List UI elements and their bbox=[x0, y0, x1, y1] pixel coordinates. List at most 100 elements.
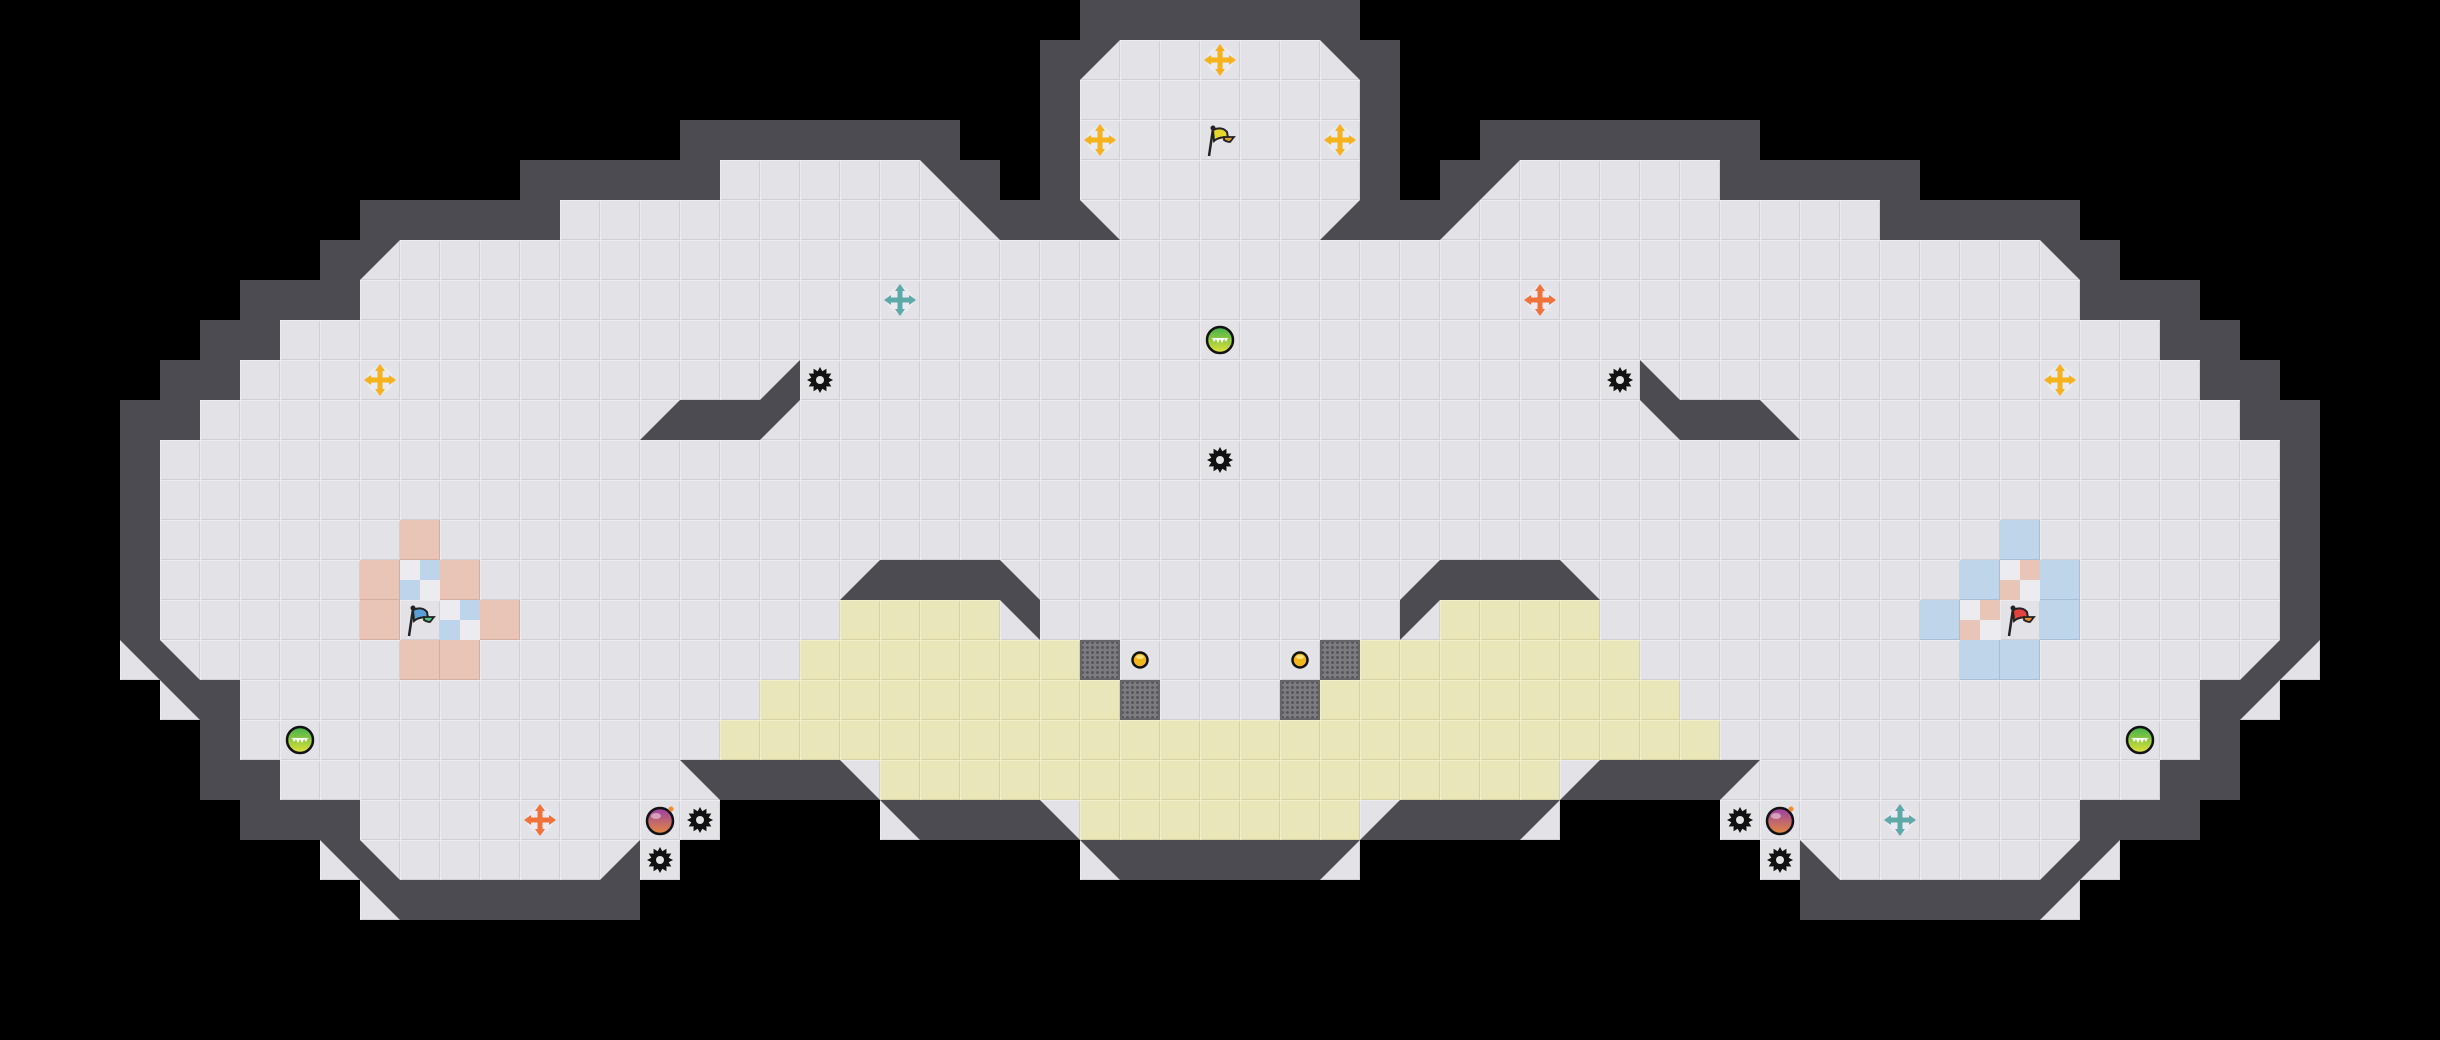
floor-tile bbox=[520, 280, 560, 320]
floor-tile bbox=[440, 360, 480, 400]
wall-triangle bbox=[640, 400, 680, 440]
floor-tile bbox=[1840, 800, 1880, 840]
wall-triangle bbox=[2240, 680, 2280, 720]
floor-tile bbox=[480, 680, 520, 720]
wall-tile bbox=[2280, 560, 2320, 600]
floor-tile bbox=[1720, 200, 1760, 240]
yellow-zone-tile bbox=[1520, 640, 1560, 680]
floor-tile bbox=[480, 760, 520, 800]
wall-tile bbox=[200, 720, 240, 760]
floor-tile bbox=[440, 280, 480, 320]
floor-tile bbox=[1080, 80, 1120, 120]
wall-tile bbox=[160, 360, 200, 400]
floor-tile bbox=[640, 680, 680, 720]
floor-tile bbox=[320, 560, 360, 600]
floor-tile bbox=[2000, 360, 2040, 400]
yellow-zone-tile bbox=[1320, 680, 1360, 720]
wall-tile bbox=[1480, 120, 1520, 160]
wall-tile bbox=[1720, 120, 1760, 160]
floor-tile bbox=[1760, 200, 1800, 240]
yellow-zone-tile bbox=[840, 680, 880, 720]
floor-tile bbox=[2040, 680, 2080, 720]
floor-tile bbox=[440, 840, 480, 880]
floor-tile bbox=[160, 480, 200, 520]
wall-tile bbox=[280, 800, 320, 840]
floor-tile bbox=[1480, 480, 1520, 520]
floor-tile bbox=[1120, 520, 1160, 560]
floor-tile bbox=[960, 440, 1000, 480]
floor-tile bbox=[2000, 840, 2040, 880]
wall-tile bbox=[1880, 160, 1920, 200]
floor-tile bbox=[2120, 760, 2160, 800]
floor-tile bbox=[280, 400, 320, 440]
floor-tile bbox=[1120, 40, 1160, 80]
floor-tile bbox=[1200, 360, 1240, 400]
wall-triangle bbox=[1320, 200, 1360, 240]
floor-tile bbox=[1640, 200, 1680, 240]
wall-tile bbox=[2160, 280, 2200, 320]
wall-tile bbox=[600, 880, 640, 920]
wall-tile bbox=[2280, 480, 2320, 520]
spike-icon bbox=[1200, 440, 1240, 480]
yellow-zone-tile bbox=[840, 720, 880, 760]
floor-tile bbox=[200, 480, 240, 520]
floor-tile bbox=[1560, 440, 1600, 480]
floor-tile bbox=[1960, 800, 2000, 840]
yellow-zone-tile bbox=[1160, 720, 1200, 760]
yellow-zone-tile bbox=[920, 680, 960, 720]
yellow-zone-tile bbox=[1280, 720, 1320, 760]
floor-tile bbox=[1880, 400, 1920, 440]
floor-tile bbox=[1040, 480, 1080, 520]
floor-tile bbox=[2240, 520, 2280, 560]
yellow-zone-tile bbox=[1360, 760, 1400, 800]
diagonal-wall-tile bbox=[2080, 840, 2120, 880]
floor-tile bbox=[1760, 360, 1800, 400]
red-team-tile bbox=[440, 560, 480, 600]
wall-tile bbox=[1880, 200, 1920, 240]
yellow-zone-tile bbox=[1600, 640, 1640, 680]
floor-tile bbox=[1360, 280, 1400, 320]
floor-tile bbox=[1560, 200, 1600, 240]
floor-tile bbox=[1920, 680, 1960, 720]
floor-tile bbox=[2080, 680, 2120, 720]
floor-tile bbox=[960, 520, 1000, 560]
gate-tile bbox=[1120, 680, 1160, 720]
wall-tile bbox=[120, 400, 160, 440]
wall-tile bbox=[1080, 0, 1120, 40]
diagonal-wall-tile bbox=[360, 880, 400, 920]
floor-tile bbox=[2200, 600, 2240, 640]
floor-tile bbox=[2040, 440, 2080, 480]
floor-tile bbox=[2240, 560, 2280, 600]
yellow-zone-tile bbox=[1040, 760, 1080, 800]
wall-tile bbox=[1560, 120, 1600, 160]
yellow-zone-tile bbox=[1480, 600, 1520, 640]
floor-tile bbox=[1640, 440, 1680, 480]
blue-team-tile bbox=[2040, 600, 2080, 640]
wall-tile bbox=[1480, 800, 1520, 840]
floor-tile bbox=[1720, 280, 1760, 320]
floor-tile bbox=[1840, 560, 1880, 600]
floor-tile bbox=[1880, 600, 1920, 640]
floor-tile bbox=[1720, 560, 1760, 600]
floor-tile bbox=[480, 560, 520, 600]
floor-tile bbox=[1920, 400, 1960, 440]
floor-tile bbox=[1640, 280, 1680, 320]
wall-tile bbox=[1040, 40, 1080, 80]
floor-tile bbox=[1920, 840, 1960, 880]
wall-tile bbox=[1280, 0, 1320, 40]
floor-tile bbox=[1160, 200, 1200, 240]
floor-tile bbox=[640, 560, 680, 600]
floor-tile bbox=[280, 440, 320, 480]
wall-triangle bbox=[1000, 600, 1040, 640]
wall-tile bbox=[1680, 120, 1720, 160]
floor-tile bbox=[1560, 520, 1600, 560]
yellow-zone-tile bbox=[920, 720, 960, 760]
floor-tile bbox=[1440, 320, 1480, 360]
floor-tile bbox=[280, 680, 320, 720]
floor-tile bbox=[680, 720, 720, 760]
floor-tile bbox=[2000, 720, 2040, 760]
wall-tile bbox=[880, 120, 920, 160]
floor-tile bbox=[1880, 520, 1920, 560]
floor-tile bbox=[800, 200, 840, 240]
floor-tile bbox=[1200, 560, 1240, 600]
